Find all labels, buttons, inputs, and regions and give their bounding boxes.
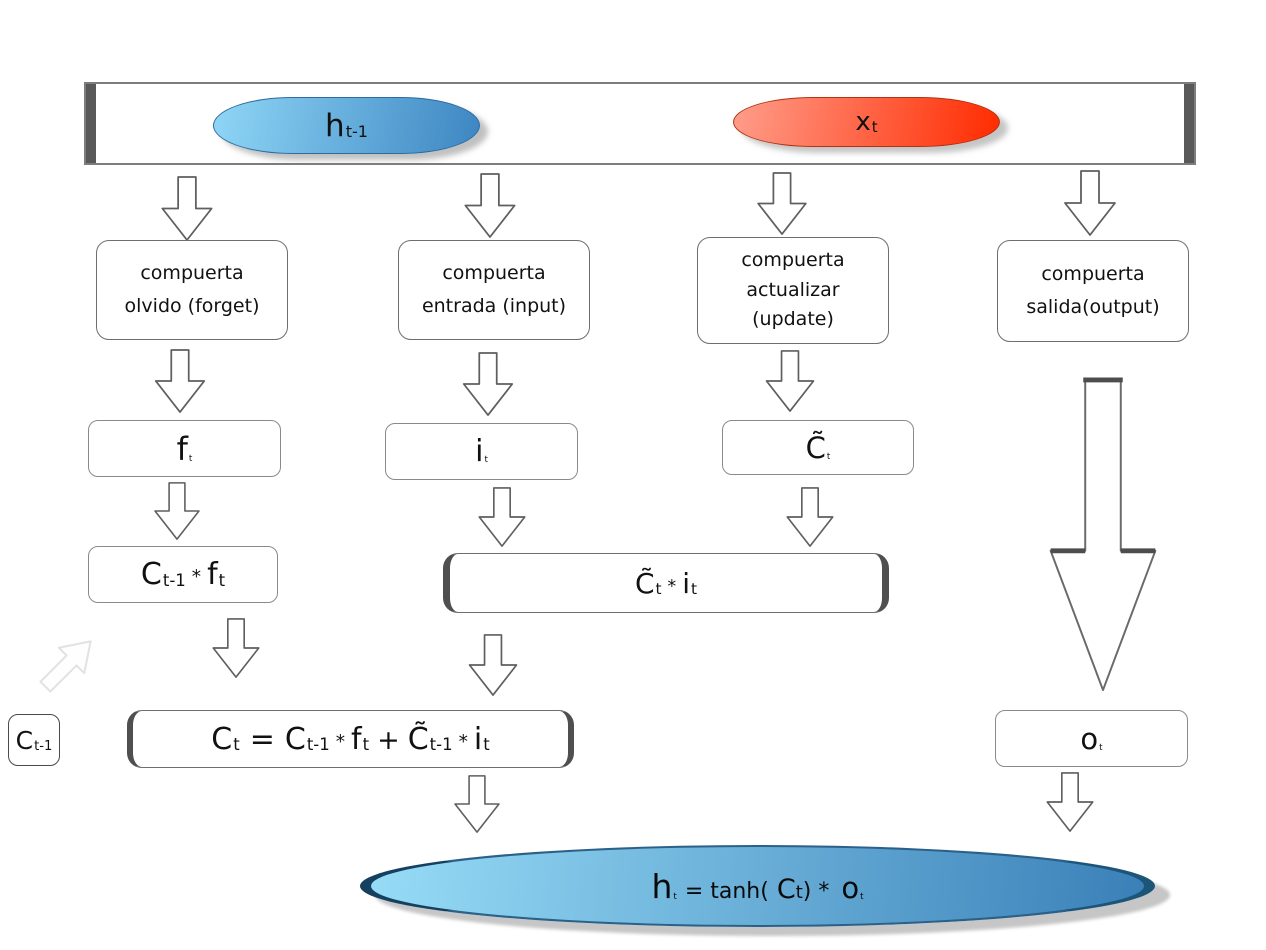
forget-gate-box: compuerta olvido (forget) (96, 240, 288, 340)
arrow-down-icon (161, 176, 213, 241)
update-gate-line2: actualizar (746, 278, 840, 301)
output-gate-box: compuerta salida(output) (997, 240, 1189, 342)
arrow-down-icon (1046, 772, 1094, 832)
input-gate-line2: entrada (input) (421, 295, 567, 317)
arrow-down-icon (462, 352, 514, 416)
output-gate-line1: compuerta (1041, 262, 1145, 285)
input-gate-line1: compuerta (442, 261, 546, 284)
header-right-cap (1184, 84, 1194, 163)
long-arrow-down-icon (1049, 377, 1157, 692)
arrow-down-icon (154, 482, 200, 540)
forget-gate-line1: compuerta (140, 261, 244, 284)
input-gate-box: compuerta entrada (input) (398, 240, 590, 340)
arrow-down-icon (212, 618, 260, 678)
header-left-cap (86, 84, 96, 163)
update-gate-line1: compuerta (741, 249, 845, 272)
arrow-up-right-icon (39, 640, 92, 693)
arrow-down-icon (464, 173, 516, 238)
update-gate-box: compuerta actualizar (update) (697, 237, 889, 344)
arrow-down-icon (786, 487, 834, 547)
c-tilde-label: C̃t (805, 430, 831, 465)
arrow-down-icon (154, 349, 206, 413)
update-gate-line3: (update) (752, 308, 834, 331)
arrow-down-icon (478, 487, 526, 547)
arrow-down-icon (1064, 170, 1116, 236)
output-gate-line2: salida(output) (1026, 296, 1160, 318)
c-tilde-box: C̃t (722, 420, 914, 475)
arrow-down-icon (765, 350, 815, 412)
arrow-down-icon (757, 172, 807, 235)
forget-gate-line2: olvido (forget) (124, 295, 260, 317)
arrow-down-icon (468, 634, 518, 696)
arrow-down-icon (454, 775, 500, 833)
